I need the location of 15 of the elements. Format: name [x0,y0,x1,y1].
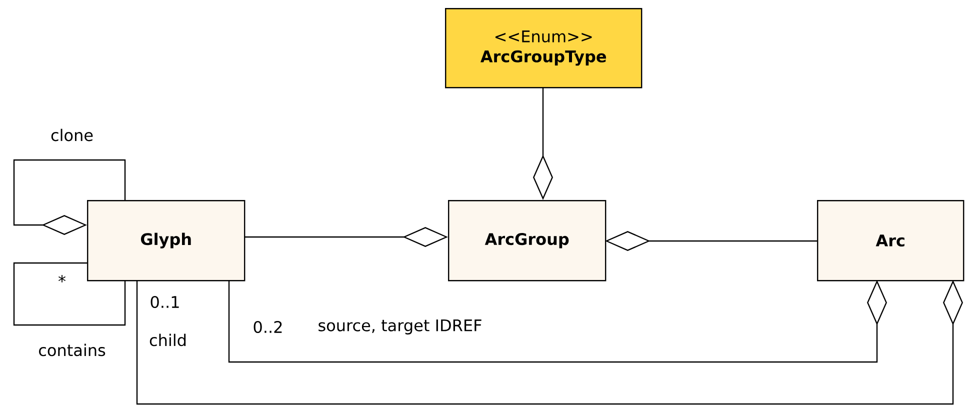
class-box: Glyph [87,200,246,282]
association-line [228,280,887,363]
association-line [13,262,126,326]
class-box: Arc [817,200,964,282]
association-line [13,159,126,235]
edge-label: clone [51,128,93,142]
association-line [136,280,963,405]
multiplicity-label: * [58,275,66,282]
enum-class-box: <<Enum>> ArcGroupType [445,8,642,88]
multiplicity-label: 0..1 [150,296,179,308]
edge-label: contains [39,344,106,356]
class-box: ArcGroup [448,200,606,282]
edge-label: child [150,334,186,346]
multiplicity-label: 0..2 [254,320,282,334]
edge-label: source, target IDREF [318,320,482,334]
